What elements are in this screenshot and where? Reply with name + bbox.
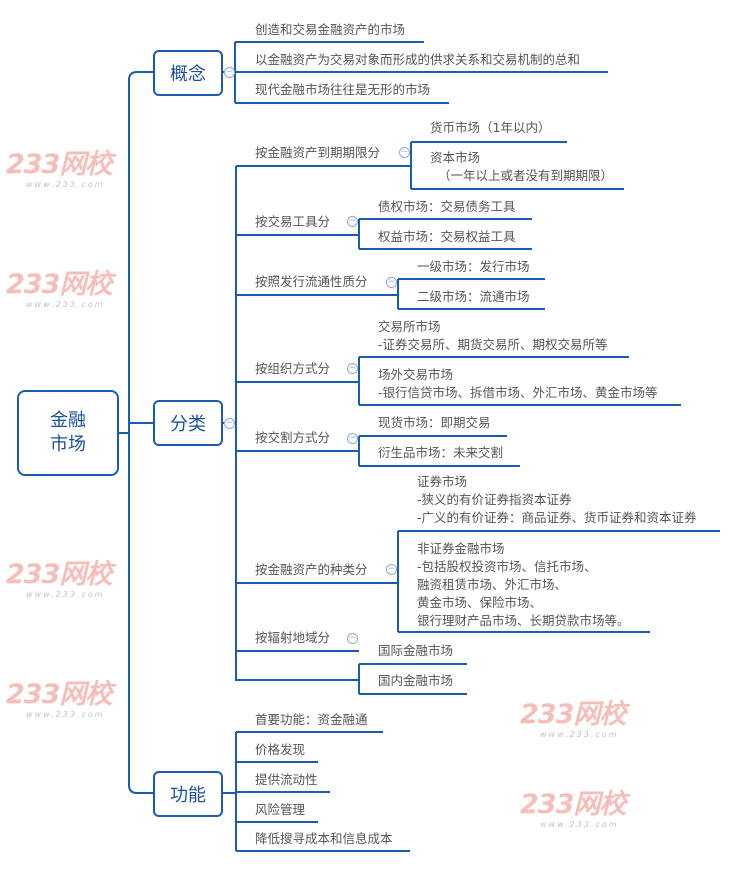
function-item[interactable]: 首要功能：资金融通 xyxy=(255,712,368,727)
watermark-brand: 233网校 xyxy=(6,149,112,180)
group-item[interactable]: 非证券金融市场 -包括股权投资市场、信托市场、 融资租赁市场、外汇市场、 黄金市… xyxy=(417,541,630,628)
collapse-icon[interactable]: − xyxy=(399,147,410,158)
collapse-icon[interactable]: − xyxy=(224,418,235,429)
collapse-icon[interactable]: − xyxy=(347,433,358,444)
root-node[interactable]: 金融 市场 xyxy=(17,390,119,476)
group-delivery[interactable]: 按交割方式分 xyxy=(255,430,331,445)
concept-item[interactable]: 以金融资产为交易对象而形成的供求关系和交易机制的总和 xyxy=(255,52,581,67)
node-function[interactable]: 功能 xyxy=(153,771,223,817)
group-asset-type[interactable]: 按金融资产的种类分 xyxy=(255,562,368,577)
watermark-brand: 233网校 xyxy=(6,679,112,710)
group-item[interactable]: 资本市场 （一年以上或者没有到期期限） xyxy=(430,150,613,183)
group-instrument[interactable]: 按交易工具分 xyxy=(255,214,331,229)
watermark-brand: 233网校 xyxy=(520,699,626,730)
group-item[interactable]: 交易所市场 -证券交易所、期货交易所、期权交易所等 xyxy=(378,319,608,352)
group-issuance[interactable]: 按照发行流通性质分 xyxy=(255,274,368,289)
watermark-brand: 233网校 xyxy=(6,559,112,590)
function-item[interactable]: 降低搜寻成本和信息成本 xyxy=(255,831,393,846)
watermark-url: www.233.com xyxy=(26,590,105,599)
collapse-icon[interactable]: − xyxy=(386,564,397,575)
function-item[interactable]: 价格发现 xyxy=(255,742,306,757)
group-item[interactable]: 国际金融市场 xyxy=(378,643,454,658)
concept-item[interactable]: 现代金融市场往往是无形的市场 xyxy=(255,82,431,97)
group-item[interactable]: 一级市场：发行市场 xyxy=(417,259,530,274)
group-maturity[interactable]: 按金融资产到期期限分 xyxy=(255,145,381,160)
collapse-icon[interactable]: − xyxy=(386,277,397,288)
group-item[interactable]: 货币市场（1年以内） xyxy=(430,120,551,135)
watermark-url: www.233.com xyxy=(540,820,619,829)
watermark-url: www.233.com xyxy=(26,300,105,309)
group-region[interactable]: 按辐射地域分 xyxy=(255,630,331,645)
node-concept[interactable]: 概念 xyxy=(153,50,223,96)
group-item[interactable]: 权益市场：交易权益工具 xyxy=(378,229,516,244)
watermark-url: www.233.com xyxy=(26,710,105,719)
group-item[interactable]: 衍生品市场：未来交割 xyxy=(378,445,504,460)
group-item[interactable]: 现货市场：即期交易 xyxy=(378,415,491,430)
group-item[interactable]: 债权市场：交易债务工具 xyxy=(378,199,516,214)
collapse-icon[interactable]: − xyxy=(347,216,358,227)
watermark-url: www.233.com xyxy=(26,180,105,189)
watermark-url: www.233.com xyxy=(540,730,619,739)
node-classification[interactable]: 分类 xyxy=(153,400,223,446)
group-item[interactable]: 场外交易市场 -银行信贷市场、拆借市场、外汇市场、黄金市场等 xyxy=(378,367,658,400)
collapse-icon[interactable]: − xyxy=(347,363,358,374)
watermark-brand: 233网校 xyxy=(6,269,112,300)
group-item[interactable]: 证券市场 -狭义的有价证券指资本证券 -广义的有价证券：商品证券、货币证券和资本… xyxy=(417,474,697,525)
group-organization[interactable]: 按组织方式分 xyxy=(255,361,331,376)
group-item[interactable]: 二级市场：流通市场 xyxy=(417,289,530,304)
collapse-icon[interactable]: − xyxy=(224,67,235,78)
function-item[interactable]: 提供流动性 xyxy=(255,772,318,787)
concept-item[interactable]: 创造和交易金融资产的市场 xyxy=(255,22,406,37)
group-item[interactable]: 国内金融市场 xyxy=(378,673,454,688)
watermark-brand: 233网校 xyxy=(520,789,626,820)
function-item[interactable]: 风险管理 xyxy=(255,802,306,817)
collapse-icon[interactable]: − xyxy=(347,633,358,644)
